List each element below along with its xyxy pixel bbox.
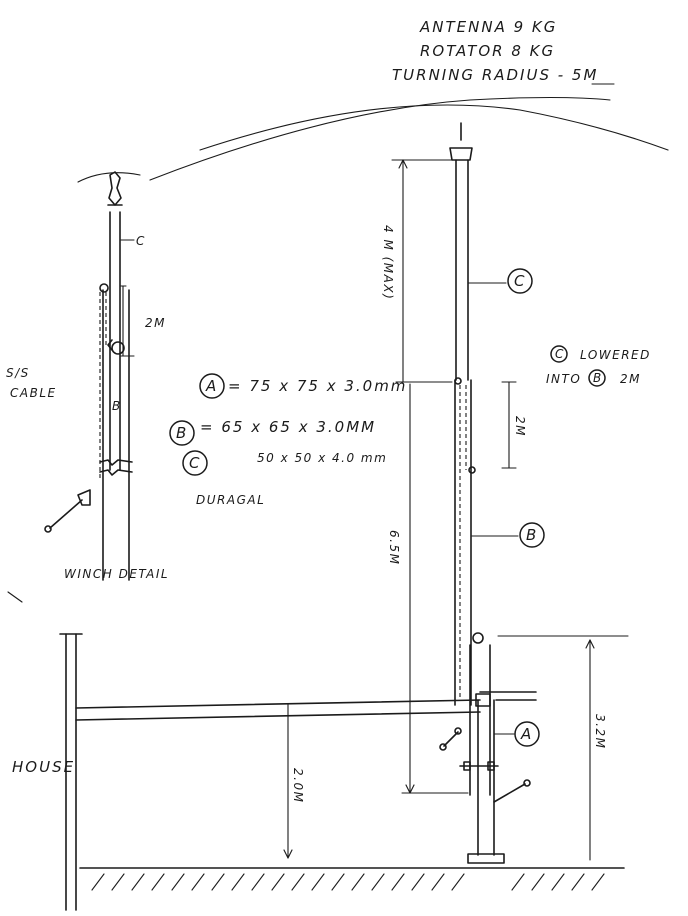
mast-label-a: A xyxy=(520,725,533,743)
spec-rotator-weight: ROTATOR 8 KG xyxy=(420,42,555,60)
house-label: HOUSE xyxy=(12,758,75,776)
mast-circle-a xyxy=(514,721,540,747)
note-circle-c xyxy=(550,345,568,363)
dimension-mid xyxy=(401,383,469,794)
dim-mid-text: 6.5M xyxy=(387,530,401,565)
winch-label-b: B xyxy=(112,399,122,413)
spec-antenna-weight: ANTENNA 9 KG xyxy=(419,18,557,36)
material-c-dims: 50 x 50 x 4.0 mm xyxy=(257,451,387,465)
mast-circle-c xyxy=(507,268,533,294)
material-b-dims: = 65 x 65 x 3.0MM xyxy=(200,418,376,436)
dimension-right xyxy=(497,635,629,861)
circle-b xyxy=(169,420,195,446)
circle-a xyxy=(199,373,225,399)
winch-label-c: C xyxy=(136,234,146,248)
main-mast-drawing xyxy=(439,122,531,864)
note-line2: INTO xyxy=(546,372,581,386)
note-dist: 2M xyxy=(620,372,641,386)
dimension-top xyxy=(391,159,453,383)
material-finish: DURAGAL xyxy=(196,493,265,507)
dim-right-text: 3.2M xyxy=(593,714,607,749)
stray-mark xyxy=(7,591,23,603)
note-line1: LOWERED xyxy=(580,348,651,362)
material-a-letter: A xyxy=(205,377,218,395)
dim-top-text: 4 M (MAX) xyxy=(381,225,395,300)
mast-label-c: C xyxy=(514,272,526,290)
radius-arc-upper xyxy=(149,96,611,181)
winch-detail-drawing xyxy=(44,171,135,581)
mast-label-b: B xyxy=(526,526,538,544)
mast-circle-b xyxy=(519,522,545,548)
house-drawing xyxy=(59,633,625,911)
winch-arc xyxy=(77,172,141,183)
note-into-letter: B xyxy=(593,371,603,385)
radius-arc-outer xyxy=(199,104,669,151)
dimension-overlap xyxy=(501,381,517,469)
material-a-dims: = 75 x 75 x 3.0mm xyxy=(228,377,407,395)
circle-c xyxy=(182,450,208,476)
spec-turning-radius: TURNING RADIUS - 5M xyxy=(392,66,598,84)
dim-overlap-text: 2M xyxy=(513,416,527,437)
material-b-letter: B xyxy=(176,424,188,442)
winch-detail-title: WINCH DETAIL xyxy=(64,567,169,581)
note-c-letter: C xyxy=(555,347,565,361)
cable-label-line2: CABLE xyxy=(10,386,57,400)
dim-house-text: 2.0M xyxy=(291,768,305,803)
cable-label-line1: S/S xyxy=(6,366,30,380)
note-circle-b xyxy=(588,369,606,387)
material-c-letter: C xyxy=(189,454,201,472)
winch-dim-2m: 2M xyxy=(145,316,166,330)
